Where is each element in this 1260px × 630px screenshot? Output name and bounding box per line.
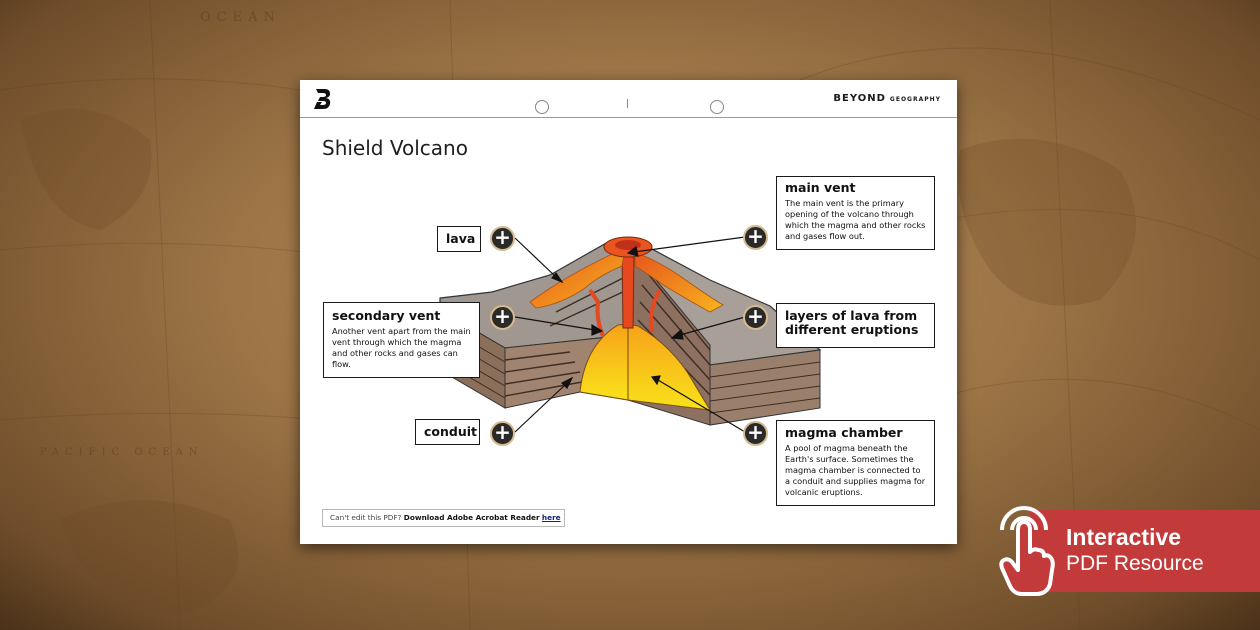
brand-sub: GEOGRAPHY	[889, 96, 941, 103]
plus-button-lava[interactable]: +	[490, 226, 515, 251]
plus-button-magma-chamber[interactable]: +	[743, 421, 768, 446]
punch-hole-right	[710, 100, 724, 114]
interactive-pdf-badge: Interactive PDF Resource	[1030, 510, 1260, 592]
beyond-logo-icon	[314, 89, 331, 109]
brand-main: BEYOND	[833, 93, 886, 104]
secondary-vent-desc: Another vent apart from the main vent th…	[332, 326, 471, 369]
label-conduit: conduit	[415, 419, 480, 445]
plus-button-main-vent[interactable]: +	[743, 225, 768, 250]
plus-button-secondary-vent[interactable]: +	[490, 305, 515, 330]
center-mark	[627, 99, 628, 108]
conduit-title: conduit	[424, 424, 478, 439]
volcano-diagram	[439, 236, 822, 433]
lava-title: lava	[446, 231, 476, 246]
label-main-vent: main vent The main vent is the primary o…	[776, 176, 935, 250]
page-title: Shield Volcano	[322, 136, 468, 160]
acrobat-help-note: Can't edit this PDF? Download Adobe Acro…	[322, 509, 565, 527]
acrobat-download-link[interactable]: here	[541, 513, 561, 522]
magma-chamber-title: magma chamber	[785, 425, 903, 440]
badge-subtitle: PDF Resource	[1066, 552, 1204, 575]
main-vent-desc: The main vent is the primary opening of …	[785, 198, 926, 241]
badge-title: Interactive	[1066, 524, 1182, 550]
layers-title: layers of lava from different eruptions	[785, 308, 919, 337]
help-download-text: Download Adobe Acrobat Reader	[403, 513, 540, 522]
label-layers: layers of lava from different eruptions	[776, 303, 935, 348]
touch-hand-icon	[999, 506, 1055, 596]
help-prefix: Can't edit this PDF?	[330, 513, 402, 522]
plus-button-conduit[interactable]: +	[490, 421, 515, 446]
punch-hole-left	[535, 100, 549, 114]
label-lava: lava	[437, 226, 481, 252]
ocean-label-pacific: PACIFIC OCEAN	[40, 447, 204, 458]
label-magma-chamber: magma chamber A pool of magma beneath th…	[776, 420, 935, 506]
ocean-label-top: OCEAN	[200, 10, 281, 25]
magma-chamber-desc: A pool of magma beneath the Earth's surf…	[785, 443, 926, 497]
secondary-vent-title: secondary vent	[332, 308, 441, 323]
main-vent-title: main vent	[785, 180, 856, 195]
plus-button-layers[interactable]: +	[743, 305, 768, 330]
label-secondary-vent: secondary vent Another vent apart from t…	[323, 302, 480, 378]
